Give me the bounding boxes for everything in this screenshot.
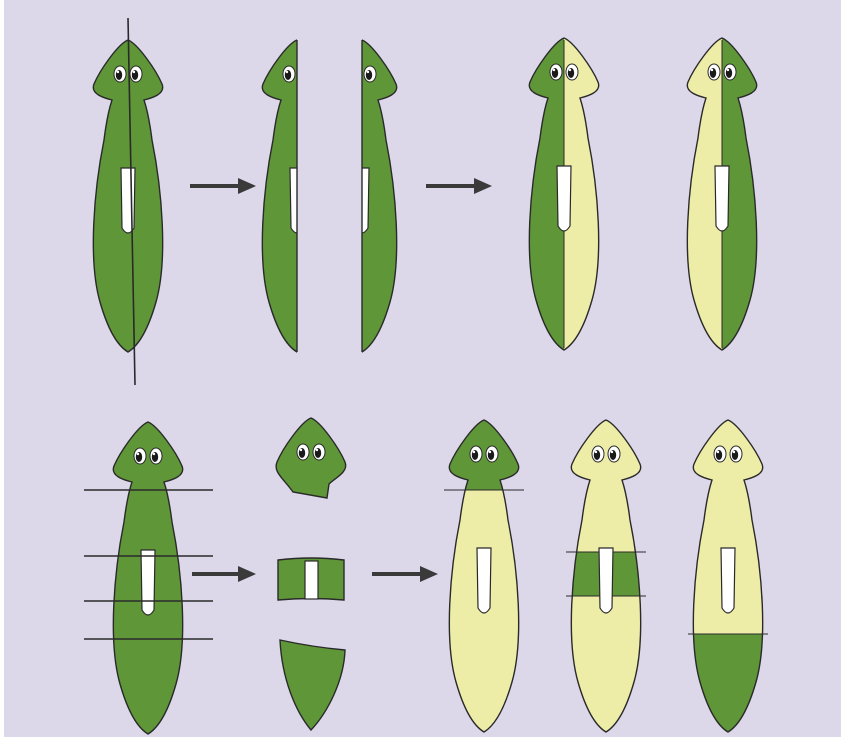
worm-intact-longitudinal	[93, 40, 162, 352]
left-frame-border	[0, 0, 4, 737]
worm-regenerated-right-old	[687, 38, 756, 350]
worm-regenerated-left-old	[529, 38, 598, 350]
fragment-middle	[278, 558, 344, 600]
worm-intact-transverse	[113, 422, 182, 734]
